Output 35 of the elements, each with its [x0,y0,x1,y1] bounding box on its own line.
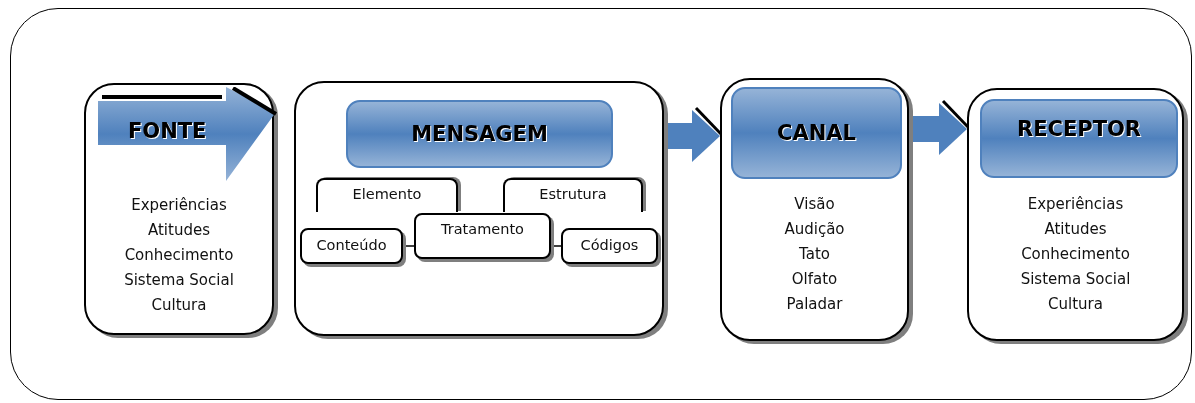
list-item: Atitudes [147,220,211,241]
list-item: Visão [793,194,836,215]
list-item: Conhecimento [124,245,234,266]
rounded-box [503,178,643,212]
box-label: Códigos [580,237,639,255]
list-item: Cultura [1047,294,1104,315]
title-banner [731,87,902,179]
heading-text: CANAL [777,121,856,145]
rounded-box [300,228,403,264]
box-label: Estrutura [539,186,607,204]
list-item: Experiências [130,195,228,216]
list-item: Paladar [785,294,844,315]
heading-text: FONTE [128,119,207,143]
list-item: Experiências [1026,194,1125,215]
box-label: Tratamento [441,221,524,239]
box-label: Conteúdo [316,237,387,255]
list-item: Sistema Social [1020,269,1131,290]
diagram-frame [10,8,1192,400]
title-banner [980,99,1178,178]
list-item: Olfato [790,269,839,290]
rounded-box [561,228,658,264]
list-item: Conhecimento [1020,244,1131,265]
rounded-box [414,213,551,259]
list-item: Atitudes [1043,219,1108,240]
box-label: Elemento [352,186,422,204]
connector-line [552,245,562,247]
heading-text: RECEPTOR [1017,117,1141,141]
list-item: Cultura [150,295,208,316]
title-banner [346,100,613,168]
rounded-box [316,178,458,212]
list-item: Audição [784,219,845,240]
list-item: Tato [798,244,831,265]
connector-line [404,245,415,247]
heading-text: MENSAGEM [411,122,548,146]
list-item: Sistema Social [124,270,234,291]
